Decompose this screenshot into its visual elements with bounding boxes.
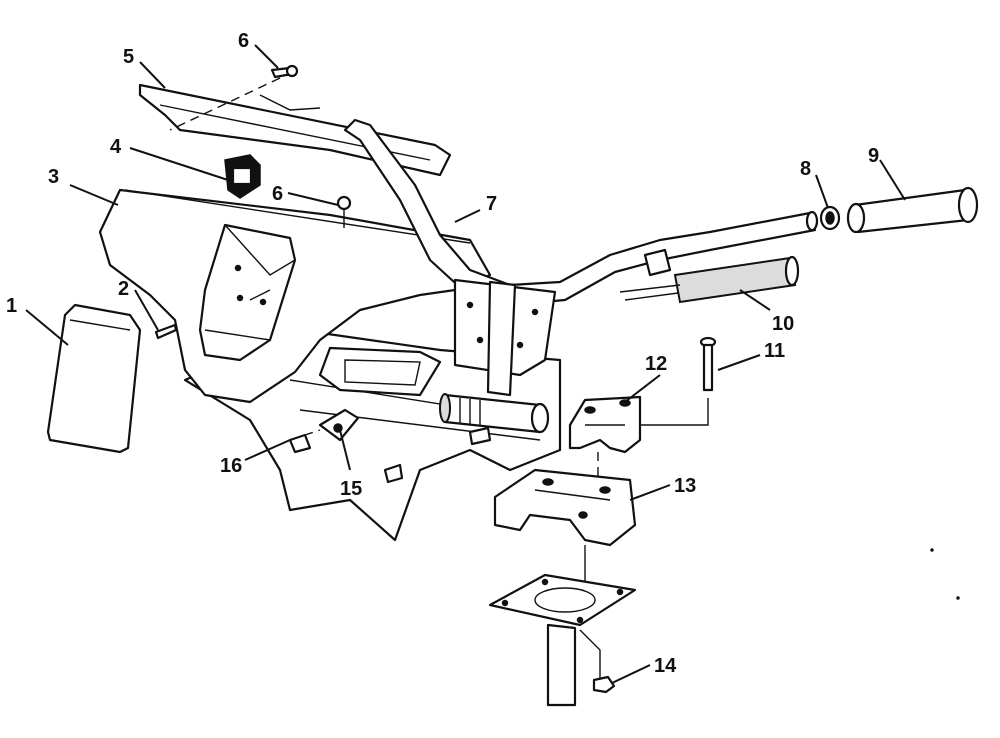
callout-9: 9 [868,145,879,167]
steering-column [546,623,577,707]
callout-3: 3 [48,166,59,188]
callout-2: 2 [118,278,129,300]
callout-6-upper: 6 [238,30,249,52]
screw-2 [154,323,178,340]
callout-12: 12 [645,353,667,375]
fastener-lower-left [383,426,492,484]
screw-6-upper [270,64,299,79]
steering-tube [439,393,550,434]
callout-1: 1 [6,295,17,317]
callout-5: 5 [123,46,134,68]
callout-labels: 1 2 3 4 5 6 6 7 8 9 10 11 12 13 14 15 16 [6,30,879,677]
throttle-grip [619,248,800,304]
handlebar-cover [138,83,452,177]
grip-end [819,205,841,231]
speck [956,596,960,600]
callout-4: 4 [110,136,122,158]
callout-7: 7 [486,193,497,215]
callout-8: 8 [800,158,811,180]
nut-14 [592,675,616,694]
callout-15: 15 [340,478,362,500]
callout-10: 10 [772,313,794,335]
mounting-plate [488,573,637,627]
bolt-guide [630,398,709,426]
callout-14: 14 [654,655,677,677]
callout-11: 11 [764,340,785,362]
headlight-opening [318,346,442,397]
grip [846,186,979,234]
handlebar-stem [453,278,557,397]
switch [224,154,261,199]
callout-6-lower: 6 [272,183,283,205]
speck [930,548,934,552]
headlight-lens [46,303,142,454]
handlebar-pod-cowl [98,188,492,404]
leader-lines [25,44,906,684]
callout-16: 16 [220,455,242,477]
screw-6-lower [336,195,352,228]
nut-guide [579,629,601,680]
upper-clamp [568,395,642,454]
handlebar [343,118,819,307]
cover-screw-guide [169,77,281,131]
lower-clamp [493,468,637,547]
bushing-16 [288,429,321,454]
bolt-11 [699,336,717,392]
callout-13: 13 [674,475,696,497]
